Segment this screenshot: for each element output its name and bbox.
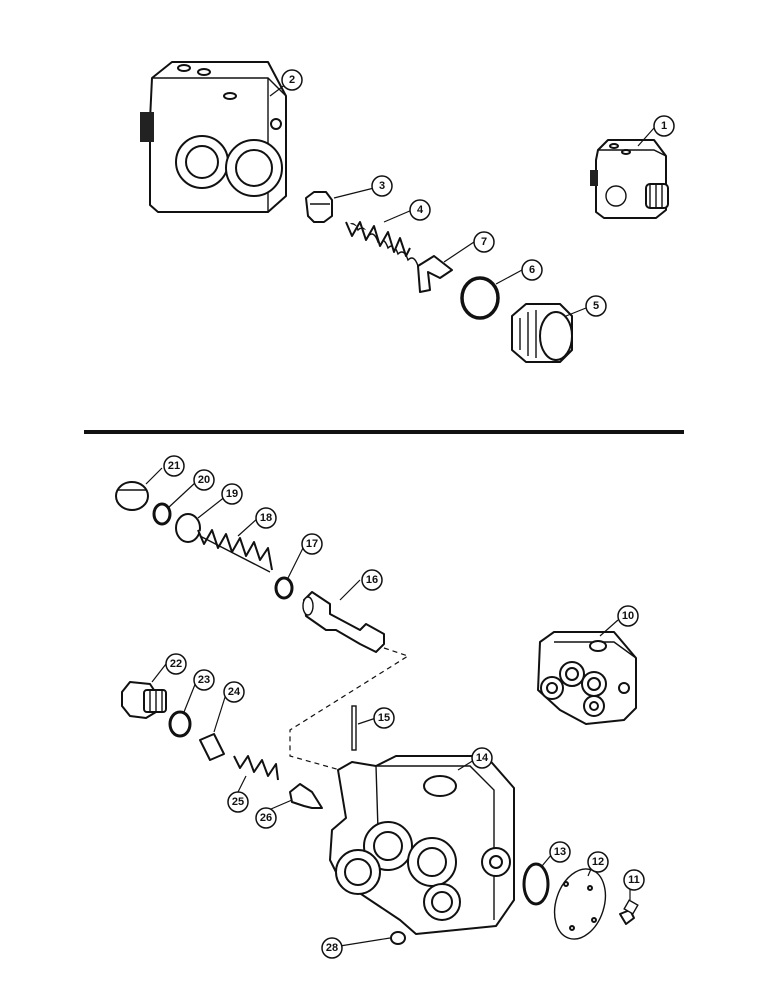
svg-text:28: 28 — [326, 942, 338, 954]
svg-text:4: 4 — [417, 204, 424, 216]
callout-17: 17 — [301, 533, 323, 555]
poppet-part-3 — [305, 191, 333, 223]
snap-ring-part-20 — [152, 502, 172, 526]
o-ring-part-6 — [460, 276, 500, 320]
valve-body-assembly-part-10 — [537, 631, 637, 725]
callout-24: 24 — [223, 681, 245, 703]
svg-text:6: 6 — [529, 264, 535, 276]
screw-part-11 — [619, 899, 639, 925]
svg-text:17: 17 — [306, 538, 318, 550]
svg-text:18: 18 — [260, 512, 272, 524]
callout-14: 14 — [471, 747, 493, 769]
callout-19: 19 — [221, 483, 243, 505]
callout-10: 10 — [617, 605, 639, 627]
callout-26: 26 — [255, 807, 277, 829]
svg-text:11: 11 — [628, 874, 640, 886]
valve-housing-part-2 — [140, 61, 287, 213]
svg-text:19: 19 — [226, 488, 238, 500]
assembly-guide-line — [289, 647, 410, 771]
callout-23: 23 — [193, 669, 215, 691]
callout-25: 25 — [227, 791, 249, 813]
poppet-part-26 — [289, 783, 323, 809]
svg-text:26: 26 — [260, 812, 272, 824]
callout-2: 2 — [281, 69, 303, 91]
valve-assembly-part-1 — [590, 139, 669, 219]
sleeve-part-24 — [199, 733, 225, 761]
spring-part-4 — [345, 221, 427, 271]
callout-21: 21 — [163, 455, 185, 477]
callout-13: 13 — [549, 841, 571, 863]
snap-ring-part-17 — [274, 576, 294, 600]
callout-18: 18 — [255, 507, 277, 529]
valve-body-part-14 — [329, 755, 515, 935]
o-ring-part-23 — [168, 710, 192, 738]
clip-part-7 — [417, 255, 453, 293]
callout-28: 28 — [321, 937, 343, 959]
svg-text:1: 1 — [661, 120, 667, 132]
plug-part-22 — [121, 681, 167, 719]
svg-text:24: 24 — [228, 686, 241, 698]
spring-part-25 — [233, 755, 279, 781]
svg-text:16: 16 — [366, 574, 378, 586]
callout-1: 1 — [653, 115, 675, 137]
leader-lines — [145, 83, 655, 947]
svg-text:15: 15 — [378, 712, 390, 724]
svg-text:5: 5 — [593, 300, 599, 312]
svg-text:2: 2 — [289, 74, 295, 86]
svg-text:7: 7 — [481, 236, 487, 248]
spring-part-18 — [197, 529, 273, 573]
callout-6: 6 — [521, 259, 543, 281]
callout-5: 5 — [585, 295, 607, 317]
callout-12: 12 — [587, 851, 609, 873]
svg-text:20: 20 — [198, 474, 210, 486]
cover-plate-part-12 — [553, 868, 607, 940]
callout-22: 22 — [165, 653, 187, 675]
callout-16: 16 — [361, 569, 383, 591]
svg-text:25: 25 — [232, 796, 244, 808]
svg-text:10: 10 — [622, 610, 634, 622]
plug-fitting-part-5 — [511, 303, 573, 363]
svg-text:14: 14 — [476, 752, 489, 764]
callout-11: 11 — [623, 869, 645, 891]
callout-4: 4 — [409, 199, 431, 221]
callout-20: 20 — [193, 469, 215, 491]
plug-part-28 — [390, 931, 406, 945]
svg-text:3: 3 — [379, 180, 385, 192]
svg-text:21: 21 — [168, 460, 180, 472]
svg-text:22: 22 — [170, 658, 182, 670]
spool-part-16 — [302, 591, 385, 653]
callout-15: 15 — [373, 707, 395, 729]
callouts: 1 2 3 4 5 6 7 10 11 12 13 14 15 16 17 18… — [163, 69, 675, 959]
svg-text:12: 12 — [592, 856, 604, 868]
cap-part-21 — [115, 481, 149, 511]
callout-3: 3 — [371, 175, 393, 197]
callout-7: 7 — [473, 231, 495, 253]
svg-text:13: 13 — [554, 846, 566, 858]
washer-part-19 — [175, 513, 201, 543]
svg-text:23: 23 — [198, 674, 210, 686]
o-ring-part-13 — [522, 862, 550, 906]
pin-part-15 — [351, 705, 357, 751]
